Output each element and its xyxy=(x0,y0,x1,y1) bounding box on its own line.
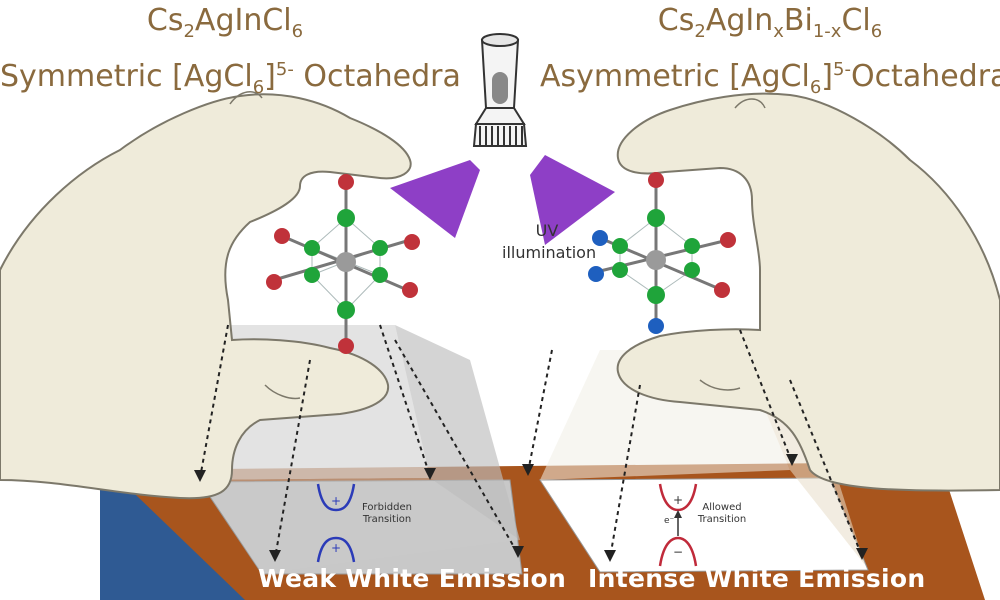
svg-text:+: + xyxy=(331,541,341,555)
forbidden-line1: Forbidden xyxy=(362,502,412,513)
electron-label: e⁻ xyxy=(664,516,675,526)
projection-arrows xyxy=(199,324,863,559)
octahedron-right-icon xyxy=(588,172,736,334)
left-formula: Cs2AgInCl6 xyxy=(146,3,304,42)
uv-label-line1: UV xyxy=(535,221,559,240)
left-title: Cs2AgInCl6 Symmetric [AgCl6]5- Octahedra xyxy=(0,2,461,107)
svg-text:+: + xyxy=(673,493,683,507)
svg-text:+: + xyxy=(331,494,341,508)
forbidden-line2: Transition xyxy=(362,514,412,525)
svg-text:−: − xyxy=(673,545,683,559)
hand-right-icon xyxy=(616,92,1000,492)
right-band-diagram: + − xyxy=(658,483,698,567)
flashlight-icon xyxy=(472,33,528,147)
intense-emission-label: Intense White Emission xyxy=(588,564,926,593)
weak-emission-label: Weak White Emission xyxy=(258,564,567,593)
left-octahedra-label: Symmetric [AgCl6]5- Octahedra xyxy=(0,59,461,98)
allowed-transition-label: Allowed Transition xyxy=(692,502,752,526)
left-band-diagram: + + xyxy=(316,483,356,563)
right-title: Cs2AgInxBi1-xCl6 Asymmetric [AgCl6]5-Oct… xyxy=(540,2,1000,107)
allowed-line2: Transition xyxy=(697,514,747,525)
right-emission-panel xyxy=(539,477,869,573)
hand-left-icon xyxy=(0,91,412,500)
octahedron-left-icon xyxy=(266,174,420,354)
arrow-heads xyxy=(194,454,868,562)
uv-beam-right xyxy=(530,155,615,245)
uv-beam-left xyxy=(390,160,480,238)
uv-illumination-label: UV illumination xyxy=(502,220,597,264)
uv-label-line2: illumination xyxy=(502,243,597,262)
right-octahedra-label: Asymmetric [AgCl6]5-Octahedra xyxy=(540,59,1000,98)
right-formula: Cs2AgInxBi1-xCl6 xyxy=(657,3,883,42)
allowed-line1: Allowed xyxy=(702,502,742,513)
forbidden-transition-label: Forbidden Transition xyxy=(352,502,422,526)
